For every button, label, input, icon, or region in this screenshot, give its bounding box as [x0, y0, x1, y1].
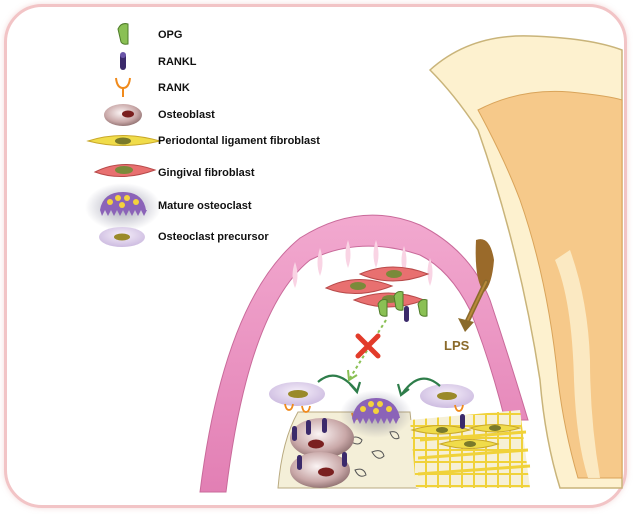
mature-osteoclast-icon	[85, 183, 161, 231]
mature-osteoclast-cell	[340, 390, 412, 438]
legend-label-pdl-fibroblast: Periodontal ligament fibroblast	[158, 135, 320, 147]
legend-label-rankl: RANKL	[158, 56, 197, 68]
osteoblast-icon	[104, 104, 142, 126]
legend-label-osteoclast-precursor: Osteoclast precursor	[158, 231, 269, 243]
legend-label-rank: RANK	[158, 82, 190, 94]
legend-label-mature-osteoclast: Mature osteoclast	[158, 200, 252, 212]
legend-label-opg: OPG	[158, 29, 182, 41]
osteoclast-precursor-icon	[99, 227, 145, 247]
legend-label-osteoblast: Osteoblast	[158, 109, 215, 121]
lps-label: LPS	[444, 338, 469, 353]
rank-icon	[116, 78, 130, 97]
gingival-fibroblast-icon	[95, 164, 155, 176]
gingival-fibroblast-cells	[326, 267, 428, 307]
rankl-icon	[120, 52, 126, 70]
inhibition-x-icon	[358, 336, 378, 356]
periodontal-ligament	[410, 410, 530, 488]
opg-icon	[118, 24, 128, 45]
pdl-fibroblast-icon	[88, 136, 160, 146]
legend-label-gingival-fibroblast: Gingival fibroblast	[158, 167, 255, 179]
